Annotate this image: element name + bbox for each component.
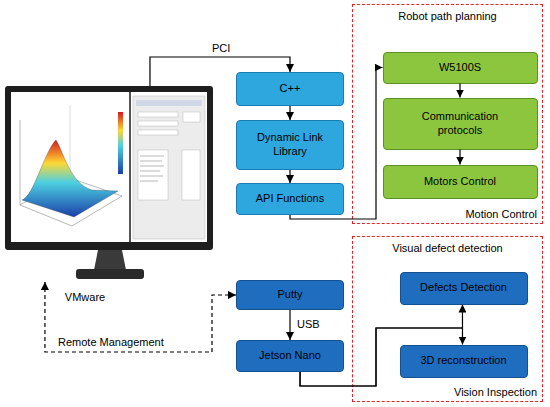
- connector: [150, 57, 290, 86]
- group-title: Robot path planning: [353, 10, 542, 22]
- connector: [45, 282, 236, 352]
- node-label: 3D reconstruction: [420, 354, 506, 368]
- process-box: API Functions: [236, 183, 344, 215]
- connector: [300, 305, 462, 387]
- group-frame: Visual defect detectionVision Inspection…: [352, 236, 543, 402]
- node-label: API Functions: [256, 192, 324, 206]
- node-label: W5100S: [439, 61, 481, 75]
- dialog-title-bar: [136, 100, 202, 106]
- process-box: 3D reconstruction: [400, 345, 528, 378]
- dialog-panel: [133, 96, 205, 239]
- process-box: Communication protocols: [383, 98, 538, 150]
- plot-surface: [22, 140, 118, 217]
- monitor-node: VMware: [5, 86, 213, 282]
- group-footer: Vision Inspection: [454, 386, 537, 398]
- group-footer: Motion Control: [465, 208, 537, 220]
- plot-grid: [70, 105, 71, 178]
- connector: [290, 68, 383, 220]
- plot-axis: [20, 120, 21, 205]
- connector: [289, 106, 290, 120]
- node-label: Communication protocols: [410, 110, 510, 138]
- process-box: Putty: [236, 280, 344, 310]
- node-label: Dynamic Link Library: [243, 131, 337, 159]
- group-frame: Robot path planningMotion Control W5100S C…: [352, 4, 543, 224]
- node-label: Motors Control: [424, 175, 496, 189]
- process-box: W5100S: [383, 52, 538, 84]
- edge-label: Remote Management: [58, 336, 164, 348]
- process-box: Defects Detection: [400, 272, 528, 305]
- node-label: C++: [280, 82, 301, 96]
- connector: [289, 310, 290, 340]
- monitor-base: [76, 269, 144, 279]
- connector: [459, 150, 460, 165]
- dialog-text-lines: [140, 156, 164, 181]
- process-box: Motors Control: [383, 165, 538, 199]
- connector: [289, 170, 290, 183]
- connector: [300, 328, 462, 386]
- monitor-neck: [94, 250, 126, 270]
- node-label: Putty: [277, 288, 302, 302]
- edge-label: PCI: [212, 42, 230, 54]
- screen-divider: [129, 92, 131, 242]
- dialog-fields: [138, 112, 200, 200]
- process-box: Dynamic Link Library: [236, 120, 344, 170]
- color-bar: [118, 112, 123, 174]
- process-box: C++: [236, 72, 344, 106]
- edge-label: USB: [297, 318, 320, 330]
- node-label: Jetson Nano: [259, 349, 321, 363]
- monitor-screen: [11, 92, 207, 242]
- connector: [459, 84, 460, 98]
- monitor-label: VMware: [5, 291, 165, 303]
- node-label: Defects Detection: [420, 281, 507, 295]
- group-title: Visual defect detection: [353, 242, 542, 254]
- process-box: Jetson Nano: [236, 340, 344, 372]
- monitor-bezel: [5, 86, 213, 250]
